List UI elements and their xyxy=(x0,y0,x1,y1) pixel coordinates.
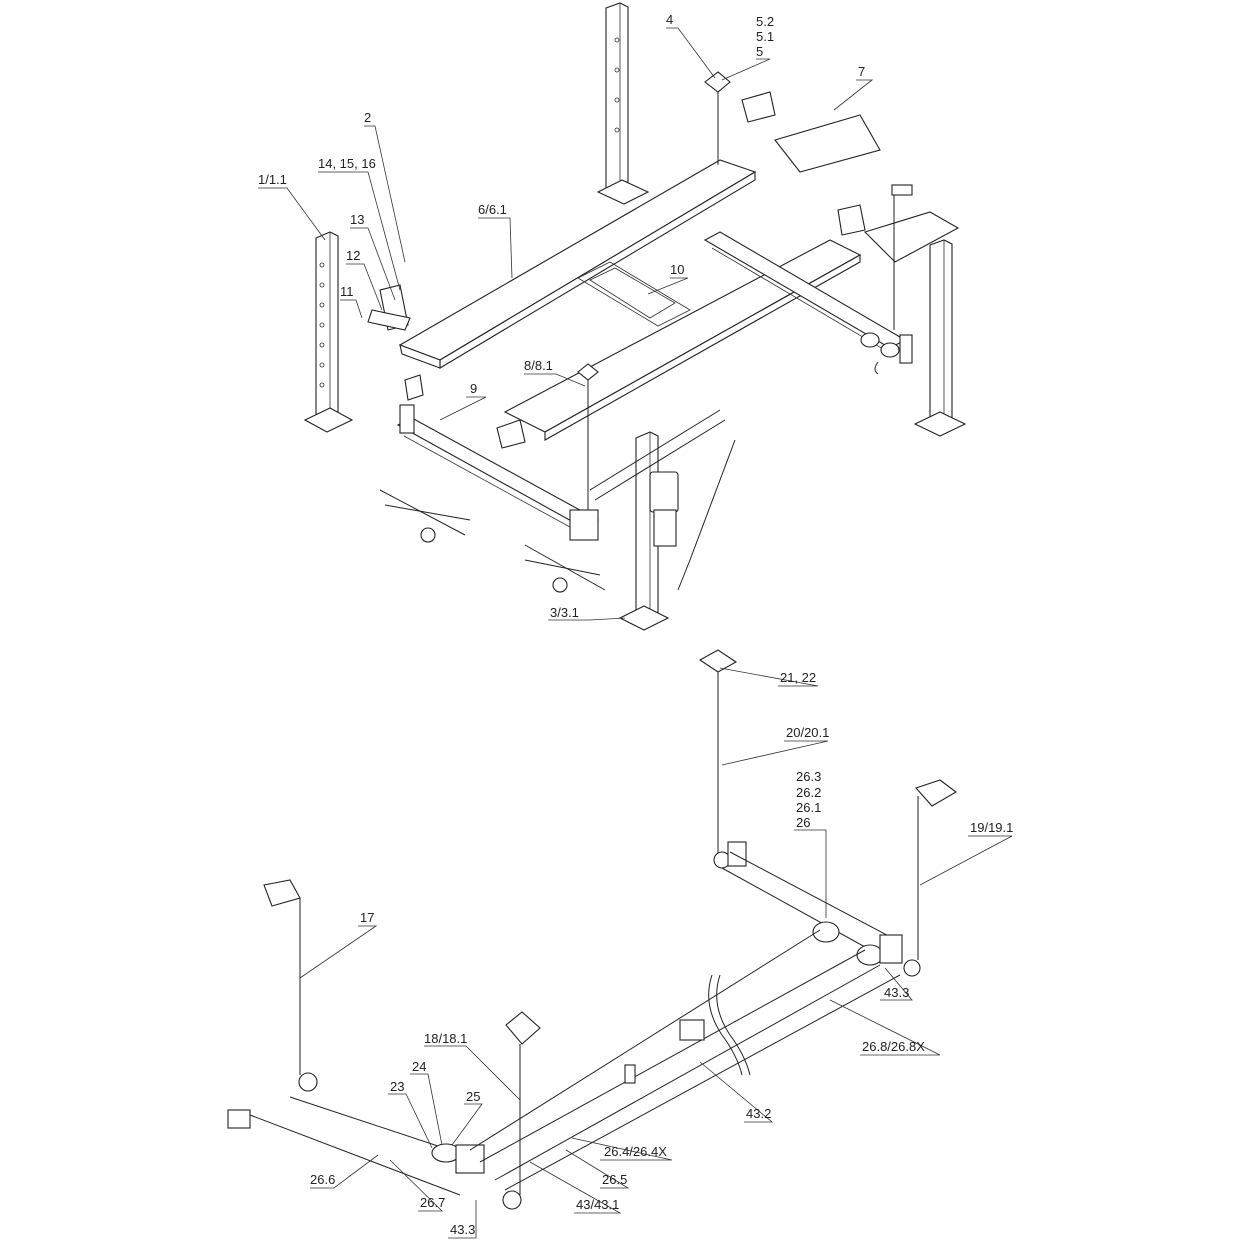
label: 6/6.1 xyxy=(478,202,507,217)
crossbeam-back xyxy=(703,231,913,375)
label: 7 xyxy=(858,64,865,79)
label: 43.2 xyxy=(746,1106,771,1121)
cable-system xyxy=(227,649,957,1210)
label: 5 xyxy=(756,44,763,59)
crossbeam-front xyxy=(396,404,726,541)
post-front-with-motor xyxy=(618,431,736,631)
label: 26.5 xyxy=(602,1172,627,1187)
label: 26.4/26.4X xyxy=(604,1144,667,1159)
covers-and-wheels xyxy=(367,91,881,593)
label: 5.1 xyxy=(756,29,774,44)
label: 20/20.1 xyxy=(786,725,829,740)
upper-labels: 1/1.1 2 14, 15, 16 13 12 11 6/6.1 4 5.2 … xyxy=(258,12,865,620)
label: 1/1.1 xyxy=(258,172,287,187)
crossbar-10 xyxy=(577,261,691,327)
label: 43.3 xyxy=(450,1222,475,1237)
label: 10 xyxy=(670,262,684,277)
label: 4 xyxy=(666,12,673,27)
label: 24 xyxy=(412,1059,426,1074)
label: 43.3 xyxy=(884,985,909,1000)
label: 9 xyxy=(470,381,477,396)
label: 26.6 xyxy=(310,1172,335,1187)
label: 25 xyxy=(466,1089,480,1104)
label: 26.7 xyxy=(420,1195,445,1210)
label: 8/8.1 xyxy=(524,358,553,373)
label: 26.3 xyxy=(796,769,821,784)
label: 11 xyxy=(340,284,354,299)
label: 18/18.1 xyxy=(424,1031,467,1046)
runway-8 xyxy=(496,239,862,449)
post-right xyxy=(863,211,967,437)
runway-6 xyxy=(398,159,757,369)
label: 26.8/26.8X xyxy=(862,1039,925,1054)
leader-lines xyxy=(258,27,1013,1239)
label: 14, 15, 16 xyxy=(318,156,376,171)
label: 5.2 xyxy=(756,14,774,29)
label: 17 xyxy=(360,910,374,925)
label: 23 xyxy=(390,1079,404,1094)
label: 12 xyxy=(346,248,360,263)
label: 13 xyxy=(350,212,364,227)
post-back-left xyxy=(303,231,354,433)
cable-upper xyxy=(577,71,913,510)
label: 26.1 xyxy=(796,800,821,815)
label: 26.2 xyxy=(796,785,821,800)
label: 43/43.1 xyxy=(576,1197,619,1212)
label: 2 xyxy=(364,110,371,125)
label: 26 xyxy=(796,815,810,830)
label: 3/3.1 xyxy=(550,605,579,620)
lower-labels: 21, 22 20/20.1 26.3 26.2 26.1 26 19/19.1… xyxy=(310,670,1013,1237)
post-back-middle xyxy=(596,2,650,205)
label: 19/19.1 xyxy=(970,820,1013,835)
label: 21, 22 xyxy=(780,670,816,685)
